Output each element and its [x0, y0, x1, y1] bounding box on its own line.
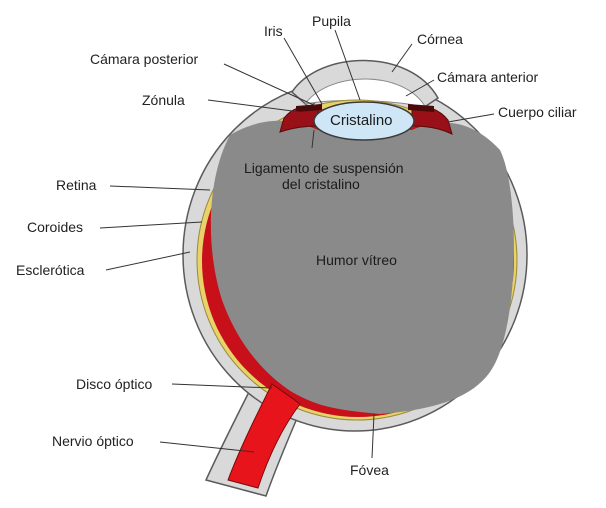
label-cristalino: Cristalino — [330, 113, 393, 129]
label-coroides: Coroides — [27, 219, 83, 235]
label-cornea: Córnea — [417, 31, 463, 47]
label-pupila: Pupila — [312, 13, 351, 29]
label-cuerpo-ciliar: Cuerpo ciliar — [498, 104, 577, 120]
label-zonula: Zónula — [142, 92, 185, 108]
label-disco-optico: Disco óptico — [76, 376, 152, 392]
label-camara-posterior: Cámara posterior — [90, 51, 198, 67]
label-nervio-optico: Nervio óptico — [52, 433, 134, 449]
label-camara-anterior: Cámara anterior — [437, 69, 538, 85]
label-ligamento-line2: del cristalino — [282, 176, 360, 192]
label-retina: Retina — [56, 177, 96, 193]
label-ligamento-line1: Ligamento de suspensión — [244, 160, 404, 176]
label-iris: Iris — [264, 23, 283, 39]
label-esclerotica: Esclerótica — [16, 262, 84, 278]
line-retina — [110, 186, 210, 190]
line-esclerotica — [106, 252, 190, 270]
label-fovea: Fóvea — [350, 462, 389, 478]
label-humor-vitreo: Humor vítreo — [316, 252, 397, 268]
